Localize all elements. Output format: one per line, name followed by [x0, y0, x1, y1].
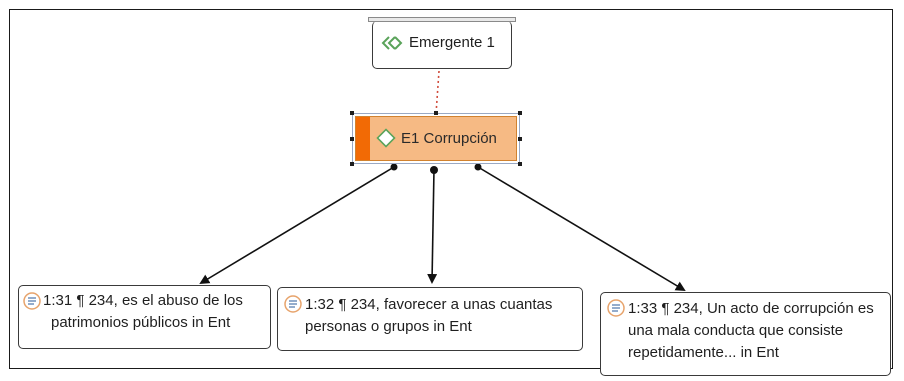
quotation-node-1-32[interactable]: 1:32 ¶ 234, favorecer a unas cuantas per… [277, 287, 583, 351]
group-node-label: Emergente 1 [409, 34, 495, 51]
quotation-line: una mala conducta que consiste [628, 322, 844, 339]
resize-handle-br[interactable] [518, 162, 522, 166]
code-node-e1-corrupcion[interactable]: E1 Corrupción [355, 116, 517, 161]
quotation-line: 1:32 ¶ 234, favorecer a unas cuantas [305, 296, 553, 313]
canvas-border [9, 9, 893, 369]
quotation-icon [23, 292, 41, 310]
code-diamond-icon [376, 128, 396, 148]
group-node-emergente-1[interactable]: Emergente 1 [368, 17, 516, 69]
quotation-node-1-31[interactable]: 1:31 ¶ 234, es el abuso de los patrimoni… [18, 285, 271, 349]
quotation-line: 1:33 ¶ 234, Un acto de corrupción es [628, 300, 874, 317]
quotation-line: repetidamente... in Ent [628, 344, 779, 361]
quotation-line: patrimonios públicos in Ent [51, 314, 231, 331]
resize-handle-tr[interactable] [518, 111, 522, 115]
quotation-node-1-33[interactable]: 1:33 ¶ 234, Un acto de corrupción es una… [600, 292, 891, 376]
resize-handle-ml[interactable] [350, 137, 354, 141]
quotation-icon [284, 295, 302, 313]
resize-handle-tc[interactable] [434, 111, 438, 115]
resize-handle-tl[interactable] [350, 111, 354, 115]
code-color-bar [356, 117, 370, 160]
group-chevrons-icon [381, 35, 403, 50]
resize-handle-bl[interactable] [350, 162, 354, 166]
code-node-label: E1 Corrupción [401, 129, 497, 147]
resize-handle-mr[interactable] [518, 137, 522, 141]
quotation-icon [607, 299, 625, 317]
quotation-line: personas o grupos in Ent [305, 318, 472, 335]
quotation-line: 1:31 ¶ 234, es el abuso de los [43, 292, 243, 309]
group-node-tab [368, 17, 516, 22]
